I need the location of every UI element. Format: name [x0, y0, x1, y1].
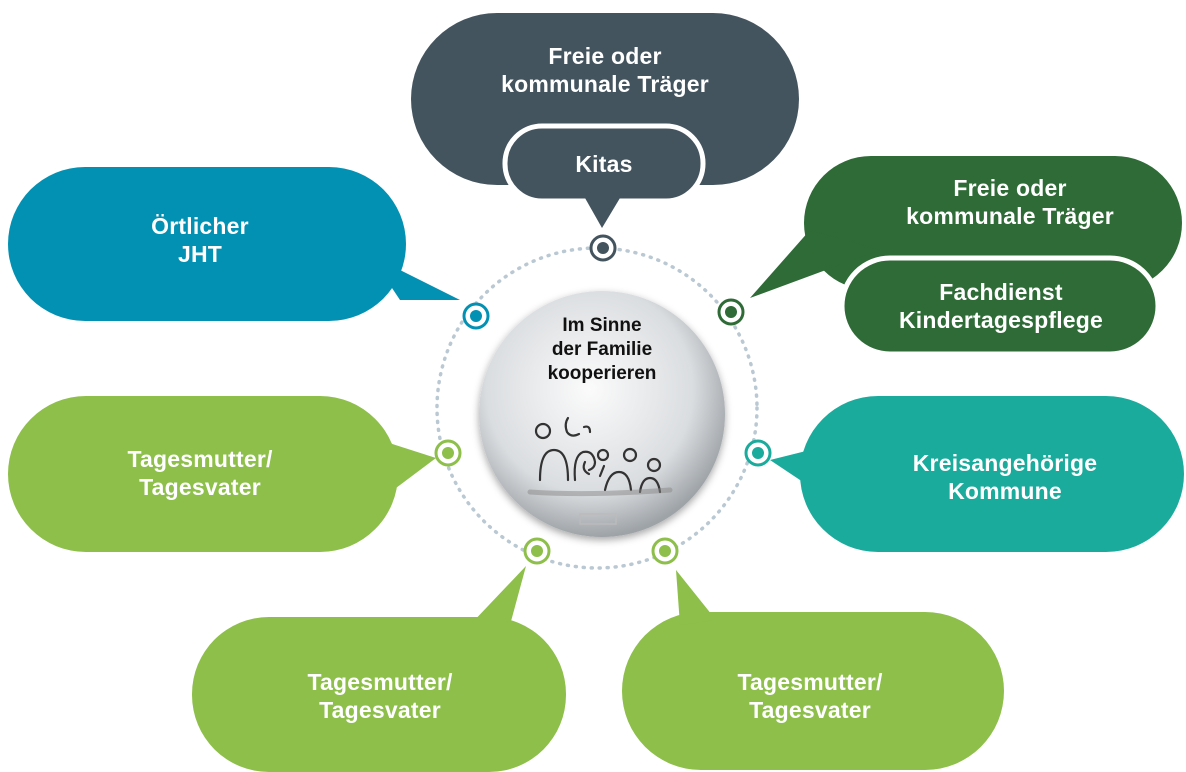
kitas-title: Freie oder kommunale Träger [501, 43, 709, 97]
jht-title: Örtlicher JHT [151, 213, 249, 267]
connector-dot-right-middle [744, 439, 772, 467]
bubble-tagesmutter-bottom-left [192, 566, 566, 772]
bubble-fachdienst [750, 156, 1182, 357]
bubble-kitas [411, 13, 799, 228]
connector-dot-left-middle [434, 439, 462, 467]
connector-dot-bottom-right [651, 537, 679, 565]
connector-dot-right-top [717, 298, 745, 326]
tagesmutter-bottom-left-title: Tagesmutter/ Tagesvater [307, 669, 453, 723]
connector-dot-bottom-left [523, 537, 551, 565]
tagesmutter-left-title: Tagesmutter/ Tagesvater [127, 446, 273, 500]
connector-dot-left-top [462, 302, 490, 330]
bubble-kommune [770, 396, 1184, 552]
bubble-tagesmutter-left [8, 396, 436, 552]
bubble-jht [8, 167, 460, 321]
fachdienst-subtitle: Fachdienst Kindertagespflege [898, 279, 1104, 333]
family-drawing-icon [527, 416, 673, 525]
kitas-subtitle: Kitas [575, 151, 633, 177]
center-label: Im Sinne der Familie kooperieren [547, 315, 657, 384]
kommune-title: Kreisangehörige Kommune [912, 450, 1098, 504]
bubble-tagesmutter-bottom-right [622, 570, 1004, 770]
tagesmutter-bottom-right-title: Tagesmutter/ Tagesvater [737, 669, 883, 723]
fachdienst-title: Freie oder kommunale Träger [906, 175, 1114, 229]
connector-dot-top [589, 234, 617, 262]
